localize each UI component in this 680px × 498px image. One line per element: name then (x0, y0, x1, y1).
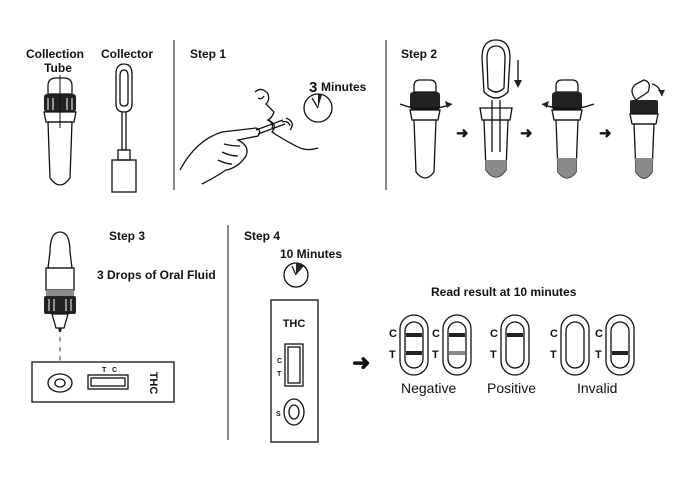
result-c-label: C (550, 328, 558, 340)
result-positive: C T (490, 314, 530, 376)
step4-title: Step 4 (244, 229, 280, 243)
result-c-label: C (389, 328, 397, 340)
read-result-title: Read result at 10 minutes (431, 285, 577, 299)
step1-title: Step 1 (190, 47, 226, 61)
collector-label: Collector (101, 47, 153, 61)
arrow-right-icon: ➜ (352, 350, 370, 375)
invalid-label: Invalid (577, 380, 617, 396)
positive-label: Positive (487, 380, 536, 396)
result-invalid-2: C T (595, 314, 635, 376)
result-c-label: C (490, 328, 498, 340)
device-c-mark: C (112, 367, 117, 374)
face-swab-icon (179, 88, 319, 185)
device-t-mark: T (102, 367, 107, 374)
result-t-label: T (432, 349, 439, 361)
result-t-label: T (490, 349, 497, 361)
timer-10-label: 10 Minutes (280, 247, 342, 261)
collection-tube-label: Collection (26, 47, 84, 61)
tube-unscrew-icon (399, 79, 453, 179)
test-device-vertical: THC C T S (270, 299, 319, 443)
result-c-label: C (432, 328, 440, 340)
collection-tube-label-2: Tube (44, 61, 72, 75)
collector-icon (111, 63, 137, 193)
timer-3-number: 3 (309, 79, 317, 96)
arrow-right-icon: ➜ (456, 125, 469, 142)
timer-3-text: Minutes (321, 80, 367, 94)
tube-cap-icon (541, 79, 595, 179)
arrow-right-icon: ➜ (520, 125, 533, 142)
device-vertical-c-mark: C (277, 358, 282, 365)
step3-title: Step 3 (109, 229, 145, 243)
collection-tube-icon (43, 75, 77, 186)
result-t-label: T (595, 349, 602, 361)
timer-10-icon (283, 262, 309, 288)
result-invalid-1: C T (550, 314, 590, 376)
arrow-right-icon: ➜ (599, 125, 612, 142)
device-vertical-t-mark: T (277, 371, 282, 378)
timer-3-icon (303, 93, 333, 123)
result-c-label: C (595, 328, 603, 340)
device-name: THC (283, 318, 306, 330)
result-negative-1: C T (389, 314, 429, 376)
device-s-mark: S (276, 411, 281, 418)
result-t-label: T (550, 349, 557, 361)
collector-insert-icon (479, 39, 522, 178)
test-device-horizontal: T C THC (31, 361, 175, 403)
dropper-tube-icon (44, 231, 76, 361)
result-negative-2: C T (432, 314, 472, 376)
result-t-label: T (389, 349, 396, 361)
drops-text: 3 Drops of Oral Fluid (97, 268, 216, 282)
device-name-rotated: THC (147, 372, 159, 395)
tube-flip-cap-icon (629, 79, 665, 179)
step2-title: Step 2 (401, 47, 437, 61)
negative-label: Negative (401, 380, 456, 396)
